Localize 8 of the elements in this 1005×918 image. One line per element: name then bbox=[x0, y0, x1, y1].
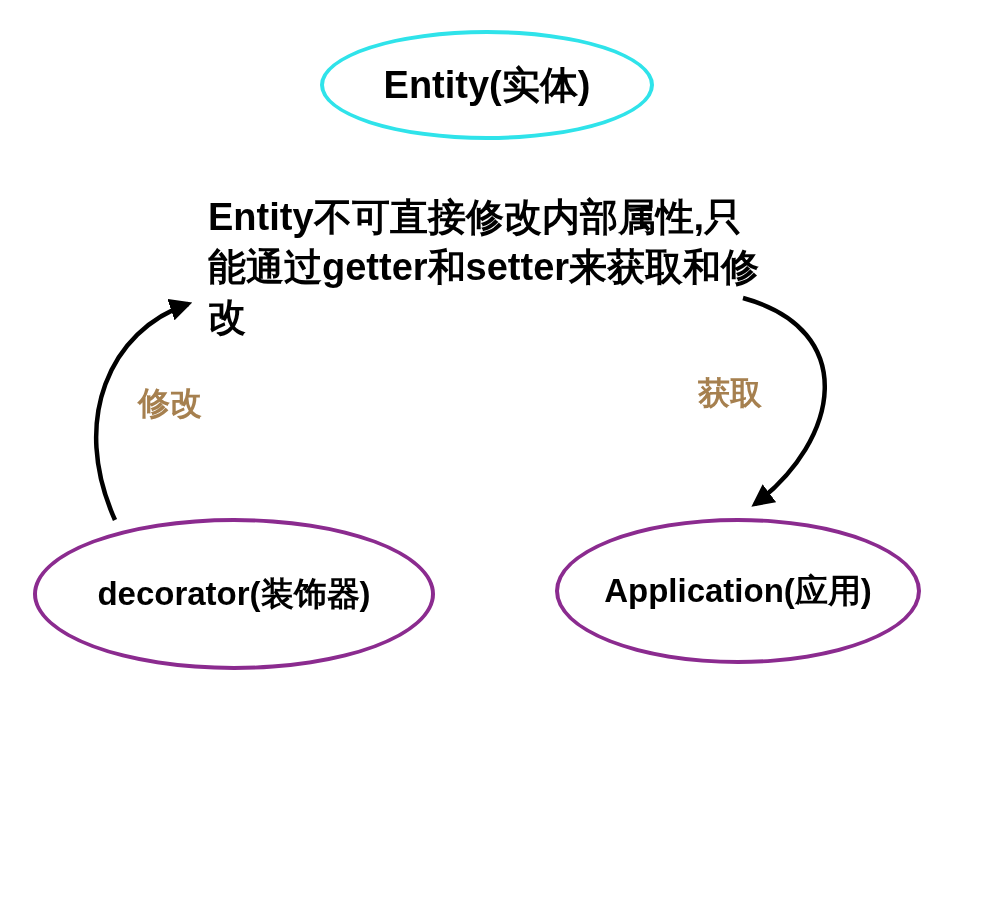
edge-label: 修改 bbox=[138, 384, 202, 423]
curved-arrow bbox=[742, 295, 827, 507]
node-label: Entity(实体) bbox=[383, 62, 591, 108]
node-label: Application(应用) bbox=[604, 570, 872, 611]
curved-arrow bbox=[94, 300, 193, 521]
node-label: decorator(装饰器) bbox=[97, 573, 371, 614]
note-text: Entity不可直接修改内部属性,只能通过getter和setter来获取和修改 bbox=[208, 195, 761, 340]
edge-label: 获取 bbox=[698, 374, 762, 413]
